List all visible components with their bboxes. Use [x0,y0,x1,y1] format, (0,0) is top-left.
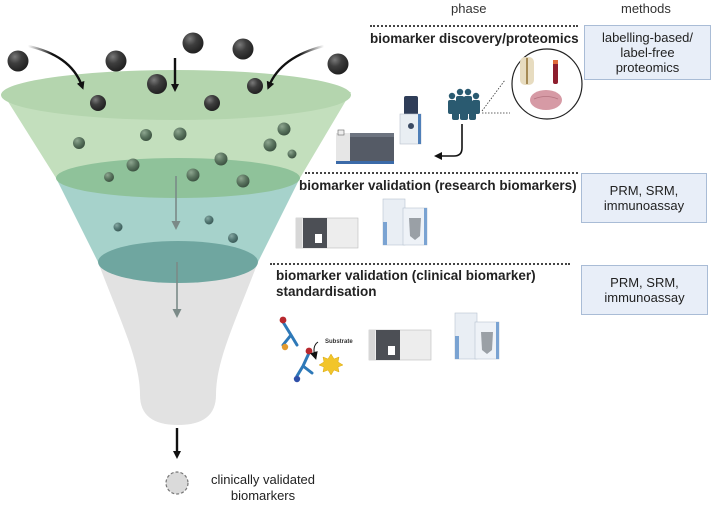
input-arrows [27,44,325,92]
funnel [1,70,351,425]
method-box-research-validation: PRM, SRM, immunoassay [581,173,707,223]
ball [105,50,127,72]
ball [327,53,349,75]
ball [287,149,297,159]
ball [214,152,228,166]
antibody-enzyme-icon [293,341,319,383]
substrate-star-icon [318,353,344,376]
phase-divider [305,172,578,174]
ball [263,138,277,152]
discovery-illustrations [336,48,583,164]
mass-spectrometer-icon [368,329,432,361]
ball [173,127,187,141]
method-box-discovery: labelling-based/ label-free proteomics [584,25,711,80]
ball [277,122,291,136]
immunoassay-analyzer-icon [382,198,428,246]
ball [126,158,140,172]
phase-title-discovery: biomarker discovery/proteomics [370,31,579,46]
ball [73,137,85,149]
funnel-rim-top [1,70,351,120]
ball [232,38,254,60]
ball [204,215,214,225]
ball [247,78,263,94]
patient-cohort-icon [448,88,480,120]
ball [140,129,152,141]
ball [147,74,167,94]
arrow-left-icon [27,44,85,90]
arrow-right-icon [266,44,325,90]
ball [204,95,220,111]
sample-sources-icon [511,48,583,120]
candidate-proteins [7,32,349,111]
funnel-rim-low [98,241,258,283]
output-label: clinically validated biomarkers [210,472,316,503]
ball [113,222,123,232]
mass-spectrometer-icon [336,129,394,164]
phase-title-clinical-validation: biomarker validation (clinical biomarker… [276,268,536,300]
ball [7,50,29,72]
clinical-illustrations: Substrate [279,312,500,383]
funnel-section-clinical [98,262,258,425]
flow-arrows [171,176,182,459]
methods-column-header: methods [621,1,671,16]
ball [186,168,200,182]
research-illustrations [295,198,428,249]
funnel-section-research [56,178,300,262]
validated-biomarker-icon [165,471,189,495]
funnel-rim-mid [56,158,300,198]
ball [104,172,114,182]
ball [228,233,238,243]
immunoassay-analyzer-icon [454,312,500,360]
substrate-label: Substrate [325,339,353,345]
ball [182,32,204,54]
phase-title-line: biomarker validation (clinical biomarker… [276,268,536,283]
method-box-clinical-validation: PRM, SRM, immunoassay [581,265,708,315]
filtered-proteins [73,122,297,243]
lc-instrument-icon [399,96,422,145]
mass-spectrometer-icon [295,217,359,249]
phase-column-header: phase [451,1,487,16]
ball [236,174,250,188]
phase-divider [370,25,578,27]
phase-title-research-validation: biomarker validation (research biomarker… [299,178,577,193]
ball [90,95,106,111]
antibody-icon [279,316,299,351]
phase-title-line: standardisation [276,284,377,299]
phase-divider [270,263,570,265]
